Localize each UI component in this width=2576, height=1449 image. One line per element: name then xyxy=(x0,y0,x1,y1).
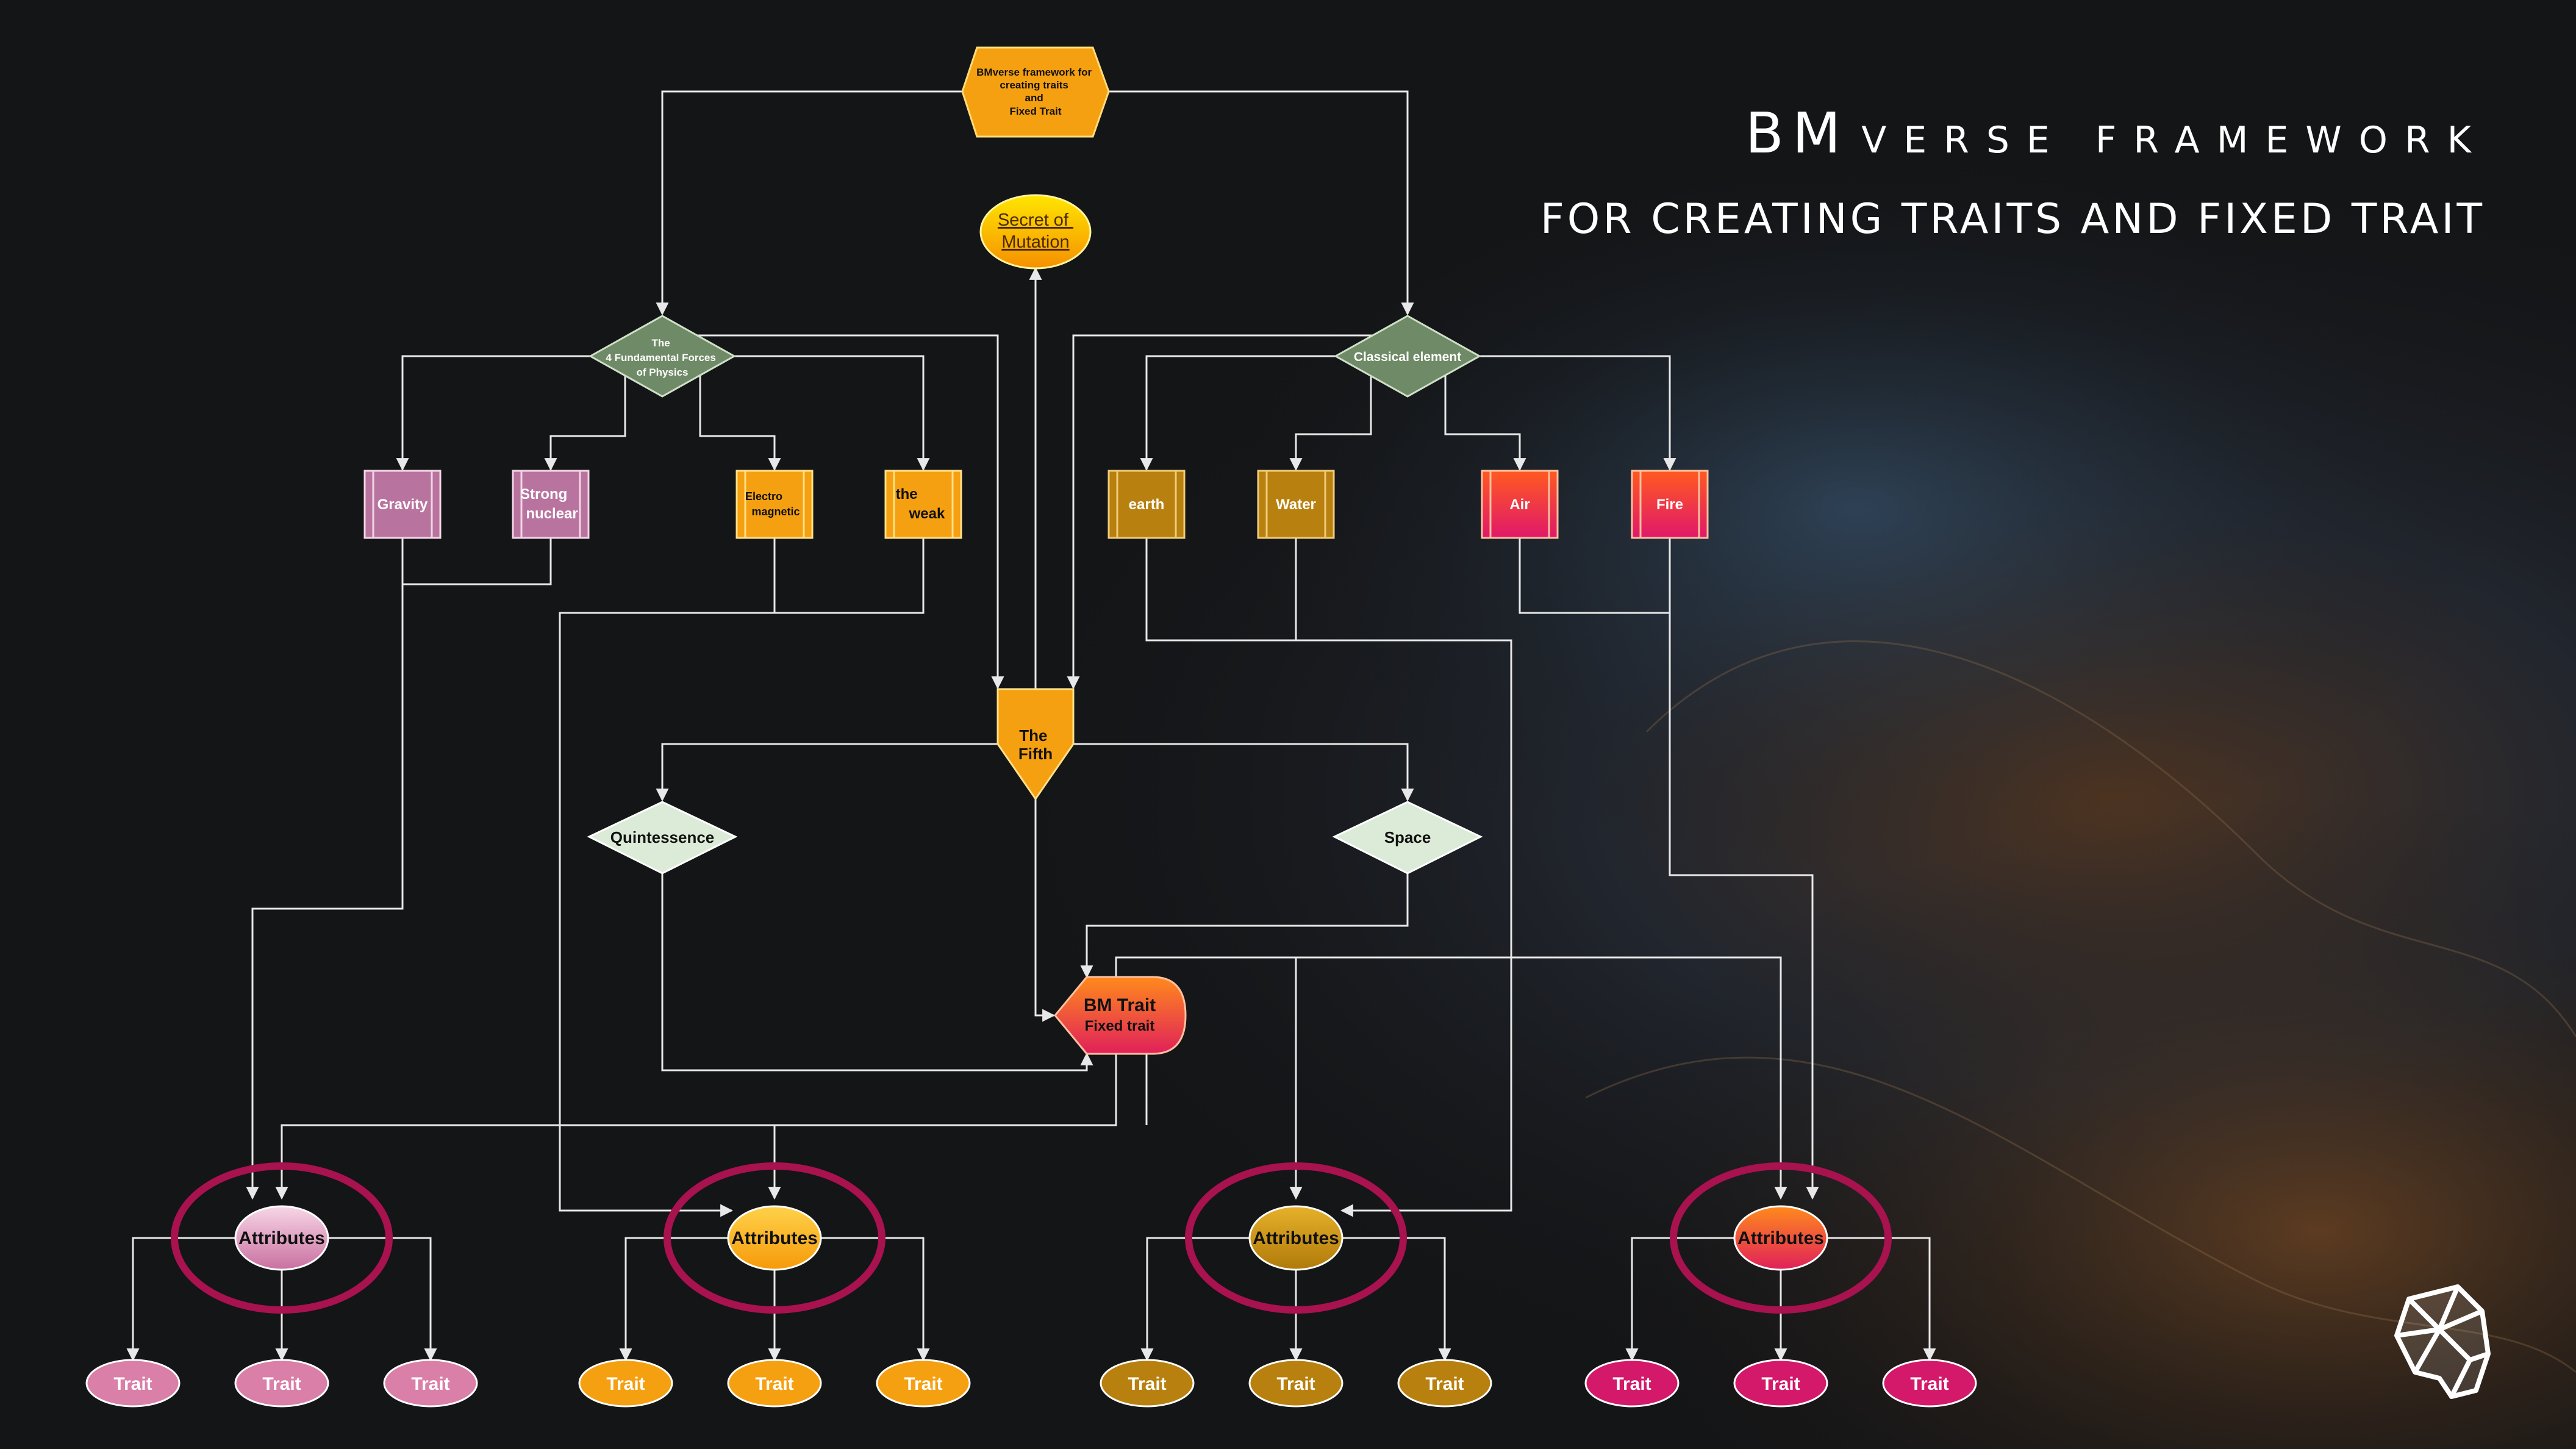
strong-nuclear-node[interactable]: Strong nuclear xyxy=(512,470,590,539)
attributes-node-earth-water[interactable]: Attributes xyxy=(1248,1205,1343,1271)
trait-node-3-2[interactable]: Trait xyxy=(1248,1359,1343,1408)
trait-label: Trait xyxy=(262,1374,301,1394)
trait-node-3-3[interactable]: Trait xyxy=(1397,1359,1492,1408)
svg-text:Secret of Mutation: Secret of Mutation xyxy=(998,210,1073,252)
trait-label: Trait xyxy=(113,1374,152,1394)
root-node[interactable]: BMverse framework for creating traits an… xyxy=(961,46,1110,138)
attributes-label: Attributes xyxy=(1253,1228,1339,1248)
electromagnetic-node[interactable]: Electro magnetic xyxy=(735,470,814,539)
svg-text:Fire: Fire xyxy=(1656,496,1683,513)
svg-text:earth: earth xyxy=(1129,496,1165,513)
svg-text:Strong nuclear: Strong nuclear xyxy=(520,486,578,522)
svg-text:Gravity: Gravity xyxy=(377,496,428,513)
svg-text:Space: Space xyxy=(1384,828,1431,846)
the-fifth-node[interactable]: The Fifth xyxy=(996,688,1075,801)
trait-label: Trait xyxy=(411,1374,449,1394)
svg-text:The Fifth: The Fifth xyxy=(1018,726,1053,763)
trait-label: Trait xyxy=(1128,1374,1166,1394)
attributes-label: Attributes xyxy=(731,1228,818,1248)
attributes-node-forces[interactable]: Attributes xyxy=(727,1205,822,1271)
attributes-node-air-fire[interactable]: Attributes xyxy=(1733,1205,1828,1271)
trait-label: Trait xyxy=(1276,1374,1315,1394)
secret-of-mutation-link[interactable]: Secret of Mutation xyxy=(979,194,1092,270)
trait-node-3-1[interactable]: Trait xyxy=(1100,1359,1195,1408)
svg-text:Water: Water xyxy=(1276,496,1316,513)
trait-label: Trait xyxy=(904,1374,942,1394)
air-node[interactable]: Air xyxy=(1481,470,1559,539)
trait-node-2-1[interactable]: Trait xyxy=(578,1359,673,1408)
connectors xyxy=(126,90,1936,1362)
fundamental-forces-node[interactable]: The 4 Fundamental Forces of Physics xyxy=(588,315,737,398)
trait-label: Trait xyxy=(1425,1374,1464,1394)
quintessence-node[interactable]: Quintessence xyxy=(587,801,738,875)
attributes-label: Attributes xyxy=(238,1228,325,1248)
space-node[interactable]: Space xyxy=(1332,801,1483,875)
trait-node-4-3[interactable]: Trait xyxy=(1882,1359,1977,1408)
bm-trait-fixed-node[interactable]: BM Trait Fixed trait xyxy=(1054,976,1187,1055)
gravity-node[interactable]: Gravity xyxy=(363,470,442,539)
trait-node-4-1[interactable]: Trait xyxy=(1584,1359,1680,1408)
attribute-ring xyxy=(664,1162,886,1314)
trait-label: Trait xyxy=(606,1374,645,1394)
trait-node-1-2[interactable]: Trait xyxy=(234,1359,329,1408)
trait-label: Trait xyxy=(755,1374,793,1394)
svg-text:Classical element: Classical element xyxy=(1354,350,1461,364)
attribute-ring xyxy=(1185,1162,1407,1314)
attributes-label: Attributes xyxy=(1737,1228,1824,1248)
trait-node-1-3[interactable]: Trait xyxy=(383,1359,478,1408)
page-title: BM VERSE FRAMEWORK FOR CREATING TRAITS AN… xyxy=(1540,101,2488,243)
fire-node[interactable]: Fire xyxy=(1631,470,1709,539)
trait-label: Trait xyxy=(1910,1374,1948,1394)
svg-text:Air: Air xyxy=(1509,496,1530,513)
lion-head-logo-icon xyxy=(2394,1284,2491,1399)
classical-element-node[interactable]: Classical element xyxy=(1333,315,1482,398)
svg-text:Fixed trait: Fixed trait xyxy=(1085,1018,1155,1034)
title-bm: BM xyxy=(1745,101,1850,166)
weak-node[interactable]: the weak xyxy=(884,470,962,539)
trait-node-4-2[interactable]: Trait xyxy=(1733,1359,1828,1408)
title-verse-framework: VERSE FRAMEWORK xyxy=(1861,119,2488,162)
svg-text:Quintessence: Quintessence xyxy=(610,828,715,846)
trait-node-1-1[interactable]: Trait xyxy=(85,1359,181,1408)
subtitle: FOR CREATING TRAITS AND FIXED TRAIT xyxy=(1540,195,2485,243)
attributes-node-gravity[interactable]: Attributes xyxy=(234,1205,329,1271)
trait-node-2-3[interactable]: Trait xyxy=(876,1359,971,1408)
svg-text:The 4 Fundamental Forces: The 4 Fundamental Forces of Physics xyxy=(606,337,718,378)
svg-text:BM Trait: BM Trait xyxy=(1084,995,1156,1015)
attribute-ring xyxy=(171,1162,393,1314)
earth-node[interactable]: earth xyxy=(1107,470,1186,539)
svg-text:Electro magnetic: Electro magnetic xyxy=(745,490,800,518)
attribute-ring xyxy=(1670,1162,1892,1314)
svg-text:BMverse framework for cr: BMverse framework for creating traits an… xyxy=(976,66,1095,117)
water-node[interactable]: Water xyxy=(1257,470,1335,539)
trait-label: Trait xyxy=(1761,1374,1800,1394)
trait-node-2-2[interactable]: Trait xyxy=(727,1359,822,1408)
trait-label: Trait xyxy=(1612,1374,1651,1394)
svg-text:the weak: the weak xyxy=(896,486,945,522)
